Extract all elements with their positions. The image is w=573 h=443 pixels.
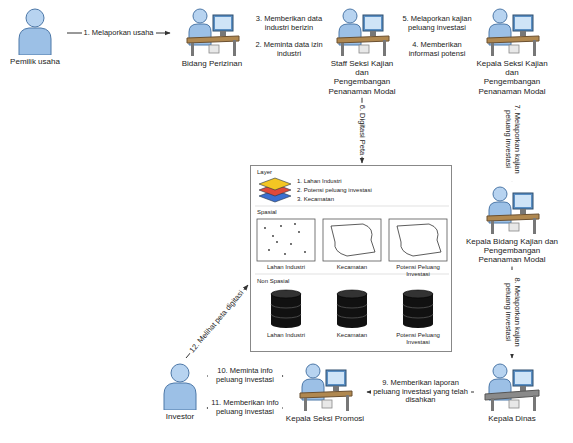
desk-person-icon xyxy=(333,5,391,57)
actor-label: Kepala Seksi Promosi xyxy=(285,414,365,423)
actor-node: Kepala Seksi Promosi xyxy=(285,360,365,423)
edge-label: 12. Melihat peta digitasi xyxy=(187,287,247,356)
actor-label: Pemilik usaha xyxy=(5,57,65,66)
edge-label: 4. Memberikan informasi potensi xyxy=(399,41,475,58)
actor-label: Bidang Perizinan xyxy=(172,59,252,68)
map-text: Lahan Industri xyxy=(255,332,317,339)
actor-node: Kepala Seksi Kajian dan Pengembangan Pen… xyxy=(476,5,548,96)
actor-node: Kepala Bidang Kajian dan Pengembangan Pe… xyxy=(462,183,562,265)
map-text: Potensi Peluang Investasi xyxy=(387,332,449,346)
flow-arrow xyxy=(186,285,248,358)
edge-label: 9. Memberikan laporan peluang investasi … xyxy=(371,379,471,405)
map-text: 3. Kecamatan xyxy=(297,196,447,203)
actor-label: Investor xyxy=(155,412,205,421)
map-text: Kecamatan xyxy=(321,264,383,271)
edge-label: 7. Melaporkan kajian peluang investasi xyxy=(503,97,520,181)
actor-node: Investor xyxy=(155,360,205,421)
edge-label: 6. Digitasi Peta xyxy=(358,103,367,157)
map-text: Lahan Industri xyxy=(255,264,317,271)
desk-person-icon xyxy=(483,360,541,412)
map-text: Potensi Peluang Investasi xyxy=(387,264,449,278)
desk-person-icon xyxy=(483,183,541,235)
actor-node: Pemilik usaha xyxy=(5,5,65,66)
edge-label: 10. Meminta info peluang investasi xyxy=(208,367,282,384)
desk-person-icon xyxy=(296,360,354,412)
actor-node: Staff Seksi Kajian dan Pengembangan Pena… xyxy=(326,5,398,96)
actor-node: Kepala Dinas xyxy=(476,360,548,423)
person-icon xyxy=(15,5,55,55)
map-text: Kecamatan xyxy=(321,332,383,339)
desk-person-icon xyxy=(183,5,241,57)
edge-label: 11. Memberikan info peluang investasi xyxy=(208,399,282,416)
edge-label: 2. Meminta data izin industri xyxy=(252,41,326,58)
actor-label: Kepala Seksi Kajian dan Pengembangan Pen… xyxy=(476,59,548,96)
map-text: 2. Potensi peluang investasi xyxy=(297,187,447,194)
edge-label: 5. Melaporkan kajian peluang investasi xyxy=(399,15,475,32)
edge-label: 1. Melaporkan usaha xyxy=(81,29,155,38)
desk-person-icon xyxy=(483,5,541,57)
actor-label: Staff Seksi Kajian dan Pengembangan Pena… xyxy=(326,59,398,96)
actor-label: Kepala Bidang Kajian dan Pengembangan Pe… xyxy=(462,237,562,265)
person-icon xyxy=(160,360,200,410)
map-text: Non Spasial xyxy=(257,278,317,285)
actor-label: Kepala Dinas xyxy=(476,414,548,423)
edge-label: 3. Memberikan data industri berizin xyxy=(252,15,326,32)
map-text: Layer xyxy=(257,169,297,176)
map-text: 1. Lahan Industri xyxy=(297,178,447,185)
map-illustration xyxy=(251,166,453,353)
edge-label: 8. Melaporkan kajian peluang investasi xyxy=(503,270,520,354)
digital-map-panel: Layer1. Lahan Industri 2. Potensi peluang… xyxy=(250,165,452,352)
map-text: Spasial xyxy=(257,209,317,216)
actor-node: Bidang Perizinan xyxy=(172,5,252,68)
